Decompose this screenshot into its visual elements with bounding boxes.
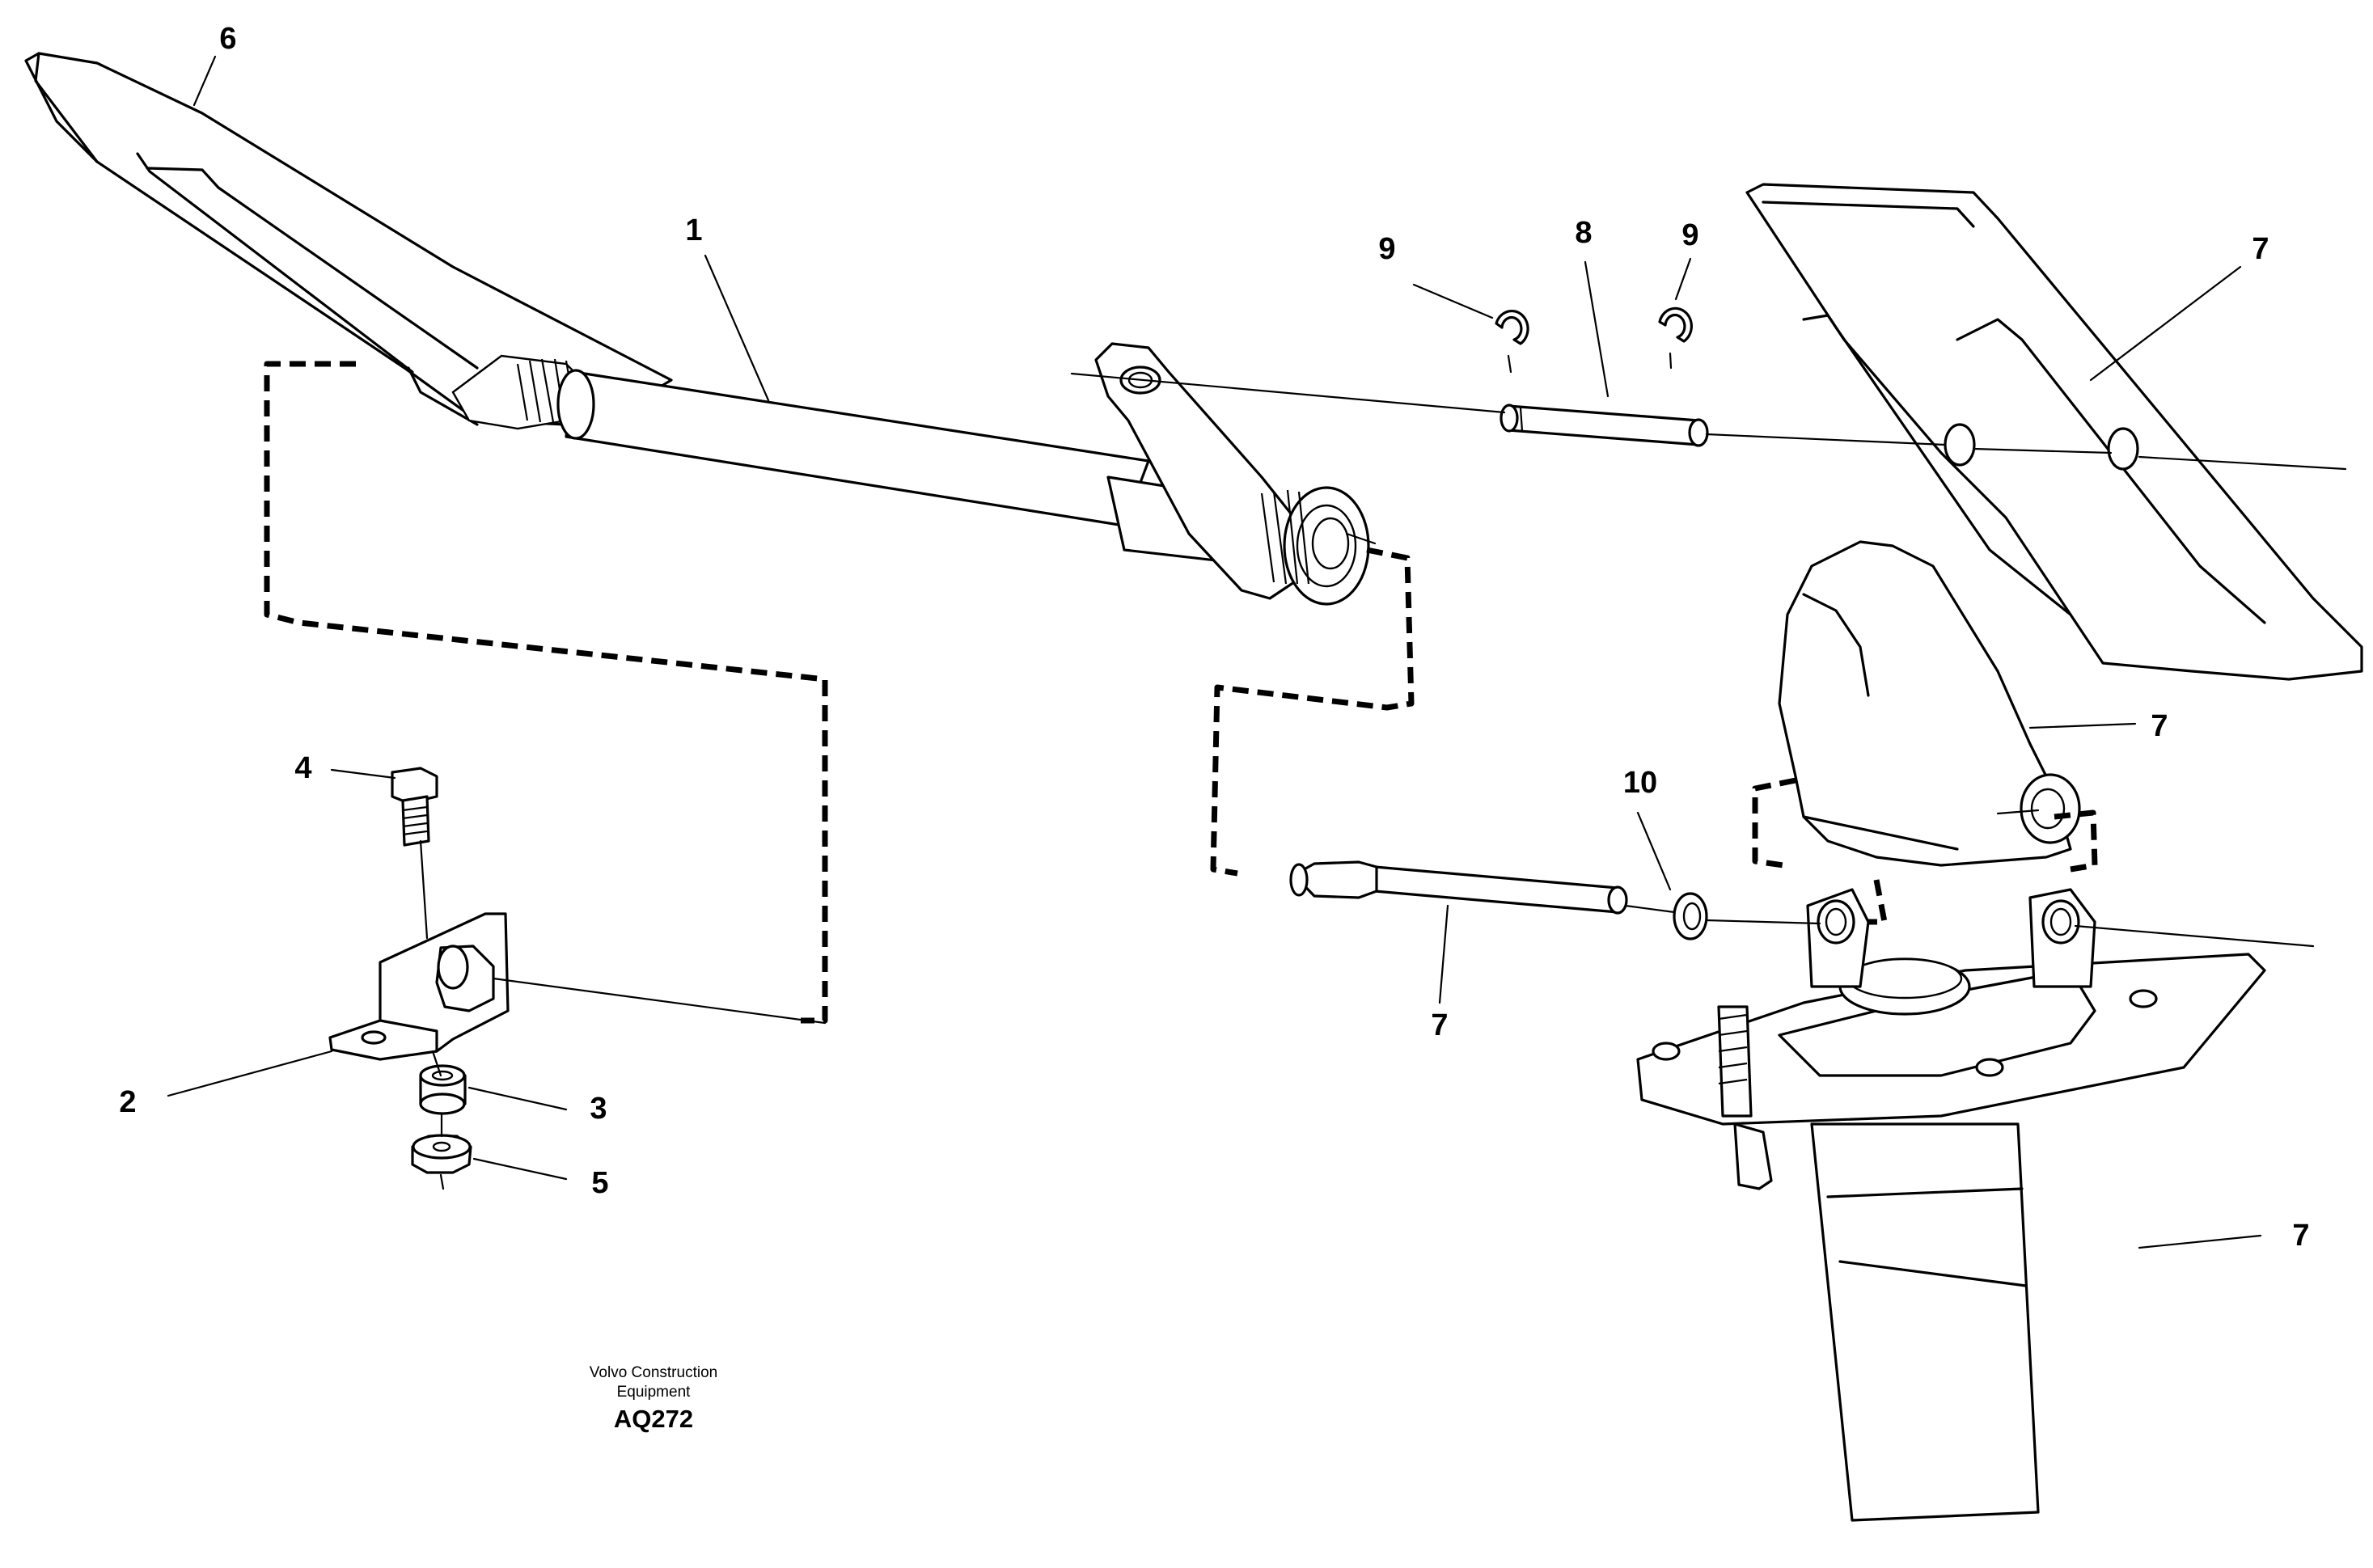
callout-5: 5: [591, 1166, 608, 1200]
brake-valve-part-7-lower: [1636, 888, 2266, 1522]
pedal-plate-part-6: [24, 52, 673, 430]
caption-line-2: Equipment: [617, 1384, 692, 1401]
drawing-code: AQ272: [614, 1405, 693, 1433]
callout-7-upper-bracket: 7: [2252, 232, 2269, 266]
callout-6: 6: [219, 22, 236, 56]
callout-1: 1: [685, 213, 702, 247]
pedal-bracket-part-7-upper: [1745, 183, 2363, 681]
callout-8: 8: [1575, 216, 1592, 250]
callout-2: 2: [119, 1085, 136, 1119]
nut-part-5: [411, 1134, 472, 1190]
caption-line-1: Volvo Construction: [590, 1364, 717, 1381]
caption-block: Volvo Construction Equipment AQ272: [590, 1364, 717, 1433]
bolt-part-4: [391, 767, 438, 847]
bracket-casting-part-7-middle: [1778, 540, 2081, 867]
callout-3: 3: [590, 1092, 607, 1126]
callout-7-casting: 7: [2151, 709, 2168, 743]
circlip-part-9-left: [1495, 309, 1529, 374]
push-rod-part-7: [1289, 860, 1628, 915]
callout-9-left: 9: [1378, 232, 1395, 266]
leader-lines: [167, 55, 2262, 1249]
callout-10: 10: [1623, 766, 1657, 800]
pin-part-8: [1500, 404, 1709, 447]
circlip-part-9-right: [1658, 306, 1693, 370]
callout-4: 4: [294, 751, 311, 785]
assembly-lines: [419, 372, 2347, 1138]
callouts: 1 2 3 4 5 6 7 7 7 7 8 9 9 10: [119, 22, 2309, 1253]
callout-7-push-rod: 7: [1431, 1008, 1448, 1042]
angle-bracket-part-2: [328, 912, 510, 1061]
callout-9-right: 9: [1681, 218, 1698, 252]
spacer-part-3: [419, 1064, 467, 1115]
washer-part-10: [1673, 892, 1708, 940]
dashed-grouping-lines: [264, 361, 2098, 1024]
pedal-shaft-part-1: [556, 342, 1370, 606]
callout-7-valve: 7: [2292, 1219, 2309, 1253]
